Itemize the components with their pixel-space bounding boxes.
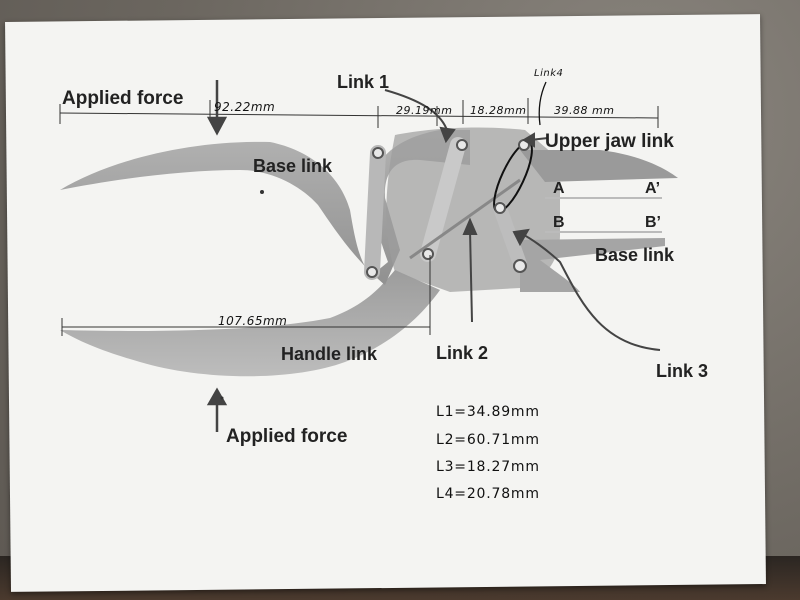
- dimension-107-65: 107.65mm: [218, 314, 288, 328]
- link-1-bar: [364, 145, 386, 280]
- pins: [366, 139, 530, 278]
- top-dimension-line: [59, 98, 659, 128]
- upper-jaw-link-label: Upper jaw link: [545, 131, 674, 152]
- upper-jaw: [520, 150, 678, 182]
- applied-force-top-label: Applied force: [62, 88, 184, 109]
- link-length-l4: L4=20.78mm: [436, 486, 540, 502]
- link-pointers: [384, 81, 661, 351]
- force-arrows: [206, 80, 228, 432]
- dimension-39-88: 39.88 mm: [554, 104, 615, 117]
- dimension-92-22: 92.22mm: [214, 100, 276, 114]
- upper-handle: [60, 130, 470, 285]
- cross-bar: [409, 178, 521, 260]
- handle-link-label: Handle link: [281, 344, 378, 364]
- point-b-prime-label: B’: [645, 214, 661, 231]
- link-3-label: Link 3: [656, 361, 709, 381]
- link-4-label: Link4: [534, 68, 564, 79]
- link-3-bar: [493, 201, 527, 271]
- point-b-label: B: [553, 214, 565, 231]
- applied-force-bottom-label: Applied force: [226, 426, 348, 447]
- link-2-bar: [420, 137, 466, 262]
- link-length-l3: L3=18.27mm: [436, 459, 540, 475]
- link-length-l2: L2=60.71mm: [436, 432, 540, 448]
- bottom-dimension-line: [61, 255, 431, 336]
- point-a-label: A: [553, 180, 565, 197]
- base-link-right-label: Base link: [595, 245, 675, 265]
- link-length-l1: L1=34.89mm: [436, 404, 540, 420]
- lower-handle: [60, 270, 440, 377]
- link-1-label: Link 1: [337, 72, 390, 92]
- base-link-top-label: Base link: [253, 156, 333, 176]
- point-a-prime-label: A’: [645, 180, 661, 197]
- lower-jaw: [520, 238, 665, 292]
- dimension-18-28: 18.28mm: [470, 104, 527, 117]
- link-2-label: Link 2: [436, 343, 489, 363]
- dimension-29-19: 29.19mm: [396, 104, 453, 117]
